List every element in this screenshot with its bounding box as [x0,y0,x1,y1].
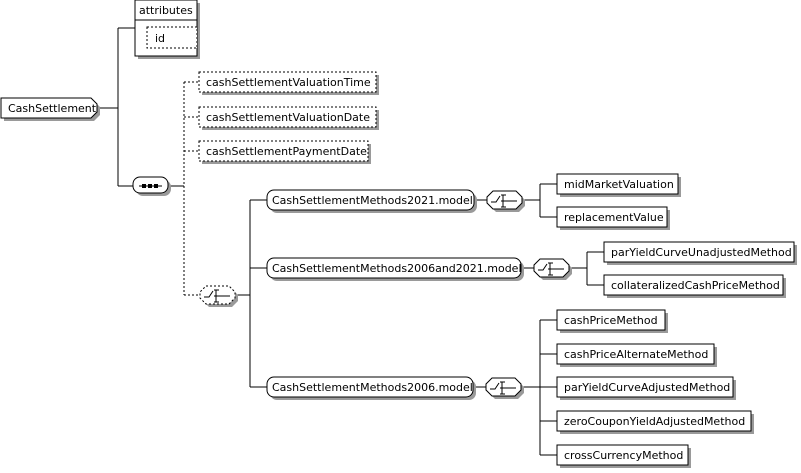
element-label: cashPriceMethod [564,314,658,327]
element-label: cashPriceAlternateMethod [564,348,708,361]
choice-icon [490,381,516,395]
root-element[interactable]: CashSettlement [0,97,100,121]
choice-compositor[interactable] [199,285,238,307]
element-par-yield-curve-adjusted[interactable]: parYieldCurveAdjustedMethod [556,376,736,400]
group-ref-methods-2021[interactable]: CashSettlementMethods2021.model [266,189,477,213]
seq-element-label: cashSettlementPaymentDate [206,145,367,158]
element-zero-coupon-yield-adjusted[interactable]: zeroCouponYieldAdjustedMethod [556,410,754,434]
element-label: collateralizedCashPriceMethod [611,279,780,292]
element-label: parYieldCurveUnadjustedMethod [611,246,792,259]
element-mid-market-valuation[interactable]: midMarketValuation [556,173,681,197]
choice-icon [204,289,230,303]
element-label: crossCurrencyMethod [564,449,683,462]
sequence-dot-icon [154,184,158,188]
group2-choice[interactable] [533,258,572,280]
element-collateralized-cash-price[interactable]: collateralizedCashPriceMethod [603,274,786,298]
sequence-compositor[interactable] [132,176,171,196]
attributes-panel: attributes id [134,0,200,59]
sequence-dot-icon [142,184,146,188]
element-cash-price-method[interactable]: cashPriceMethod [556,309,668,333]
choice-icon [491,194,517,208]
seq-element-payment-date[interactable]: cashSettlementPaymentDate [198,140,371,164]
element-cross-currency-method[interactable]: crossCurrencyMethod [556,444,691,468]
choice-icon [538,262,564,276]
seq-element-valuation-time[interactable]: cashSettlementValuationTime [198,71,379,95]
seq-element-valuation-date[interactable]: cashSettlementValuationDate [198,106,379,130]
group-ref-methods-2006-and-2021[interactable]: CashSettlementMethods2006and2021.model [266,257,524,281]
element-label: zeroCouponYieldAdjustedMethod [564,415,745,428]
element-replacement-value[interactable]: replacementValue [556,206,670,230]
group-label: CashSettlementMethods2006.model [272,381,473,394]
root-element-label: CashSettlement [8,102,97,115]
attributes-title: attributes [139,4,193,17]
group1-choice[interactable] [486,190,525,212]
element-label: parYieldCurveAdjustedMethod [564,381,730,394]
seq-element-label: cashSettlementValuationDate [206,111,370,124]
element-par-yield-curve-unadjusted[interactable]: parYieldCurveUnadjustedMethod [603,241,797,265]
group3-choice[interactable] [485,377,524,399]
sequence-dot-icon [148,184,152,188]
attribute-id: id [155,32,165,45]
element-label: replacementValue [564,211,664,224]
element-label: midMarketValuation [564,178,674,191]
group-label: CashSettlementMethods2021.model [272,194,473,207]
element-cash-price-alternate-method[interactable]: cashPriceAlternateMethod [556,343,717,367]
group-label: CashSettlementMethods2006and2021.model [272,262,522,275]
seq-element-label: cashSettlementValuationTime [206,76,371,89]
group-ref-methods-2006[interactable]: CashSettlementMethods2006.model [266,376,476,400]
